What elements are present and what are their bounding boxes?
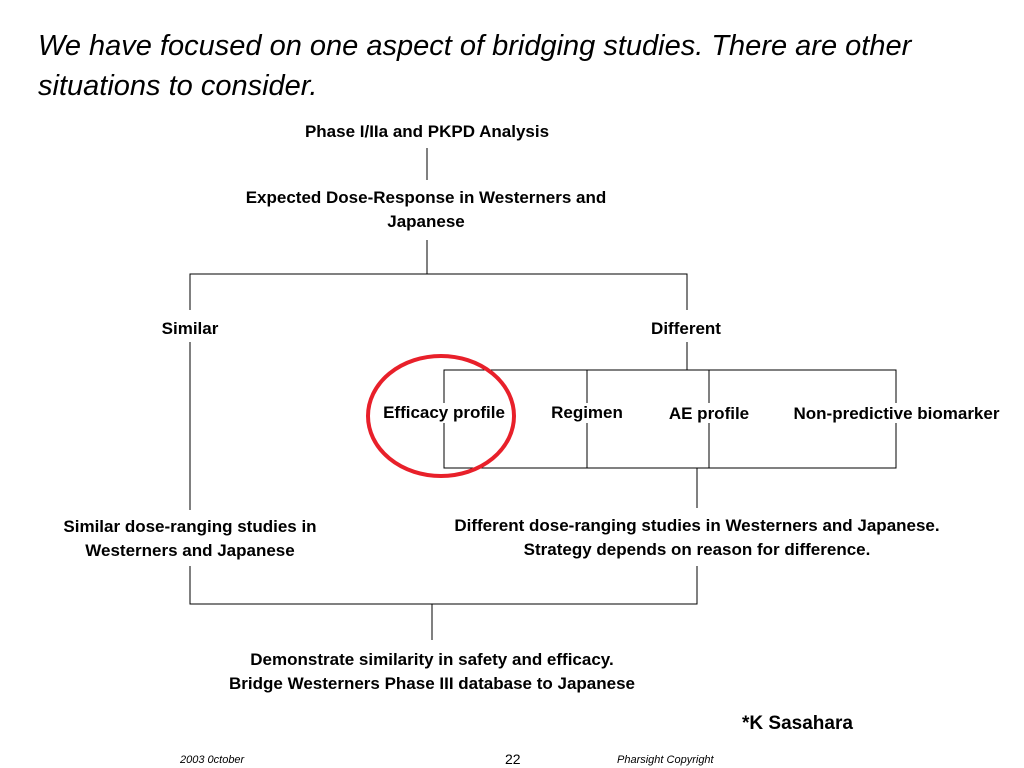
non-predictive-biomarker-label: Non-predictive biomarker	[793, 404, 1000, 423]
footer-copyright: Pharsight Copyright	[617, 754, 714, 766]
similar-studies-label: Similar dose-ranging studies in Westerne…	[63, 517, 317, 560]
connector-reasons-top	[443, 369, 897, 403]
connector-split-similar-different	[189, 273, 688, 310]
connector-reasons-bottom	[443, 423, 897, 469]
ae-profile-label: AE profile	[668, 404, 750, 423]
demonstrate-similarity-label: Demonstrate similarity in safety and eff…	[229, 650, 635, 693]
different-label: Different	[651, 319, 721, 338]
phase-analysis-label: Phase I/IIa and PKPD Analysis	[304, 122, 550, 141]
slide-title: We have focused on one aspect of bridgin…	[38, 30, 912, 102]
similar-label: Similar	[161, 319, 219, 338]
connector-merge-studies	[189, 566, 698, 605]
expected-dose-response-label: Expected Dose-Response in Westerners and…	[245, 188, 607, 231]
page-number: 22	[505, 751, 521, 767]
efficacy-highlight-circle	[366, 354, 516, 478]
efficacy-profile-label: Efficacy profile	[383, 403, 505, 422]
footer-date: 2003 0ctober	[180, 754, 245, 766]
different-studies-label: Different dose-ranging studies in Wester…	[454, 516, 940, 559]
author-credit: *K Sasahara	[742, 713, 853, 734]
regimen-label: Regimen	[551, 403, 623, 422]
